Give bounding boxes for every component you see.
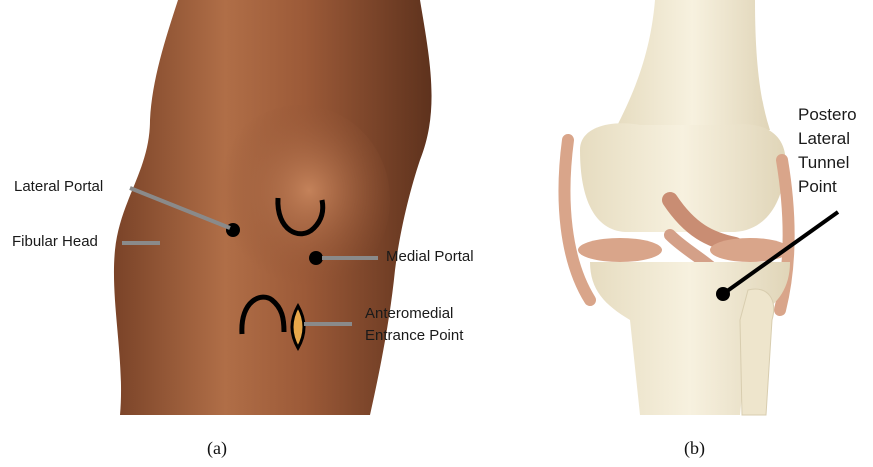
knee-bone-illustration [520,0,873,430]
anteromedial-label-line1: Anteromedial [365,305,453,323]
lateral-portal-label: Lateral Portal [14,178,103,196]
caption-a: (a) [207,438,227,459]
fibular-head-label: Fibular Head [12,233,98,251]
knee-skin-illustration [0,0,470,430]
lateral-meniscus [578,238,662,262]
posterolateral-label-line2: Lateral [798,128,850,150]
kneecap-highlight [210,105,390,295]
medial-meniscus [710,238,790,262]
posterolateral-tunnel-marker [716,287,730,301]
femur-shaft [615,0,770,130]
anteromedial-entrance-marker [292,306,304,348]
posterolateral-label-line1: Postero [798,104,857,126]
medial-portal-label: Medial Portal [386,248,474,266]
knee-bone-panel: Postero Lateral Tunnel Point [520,0,873,430]
posterolateral-label-line3: Tunnel [798,152,849,174]
anteromedial-label-line2: Entrance Point [365,327,463,345]
caption-b: (b) [684,438,705,459]
fibula [740,289,774,415]
medial-portal-marker [309,251,323,265]
knee-photo-panel: Lateral Portal Fibular Head Medial Porta… [0,0,470,430]
posterolateral-label-line4: Point [798,176,837,198]
